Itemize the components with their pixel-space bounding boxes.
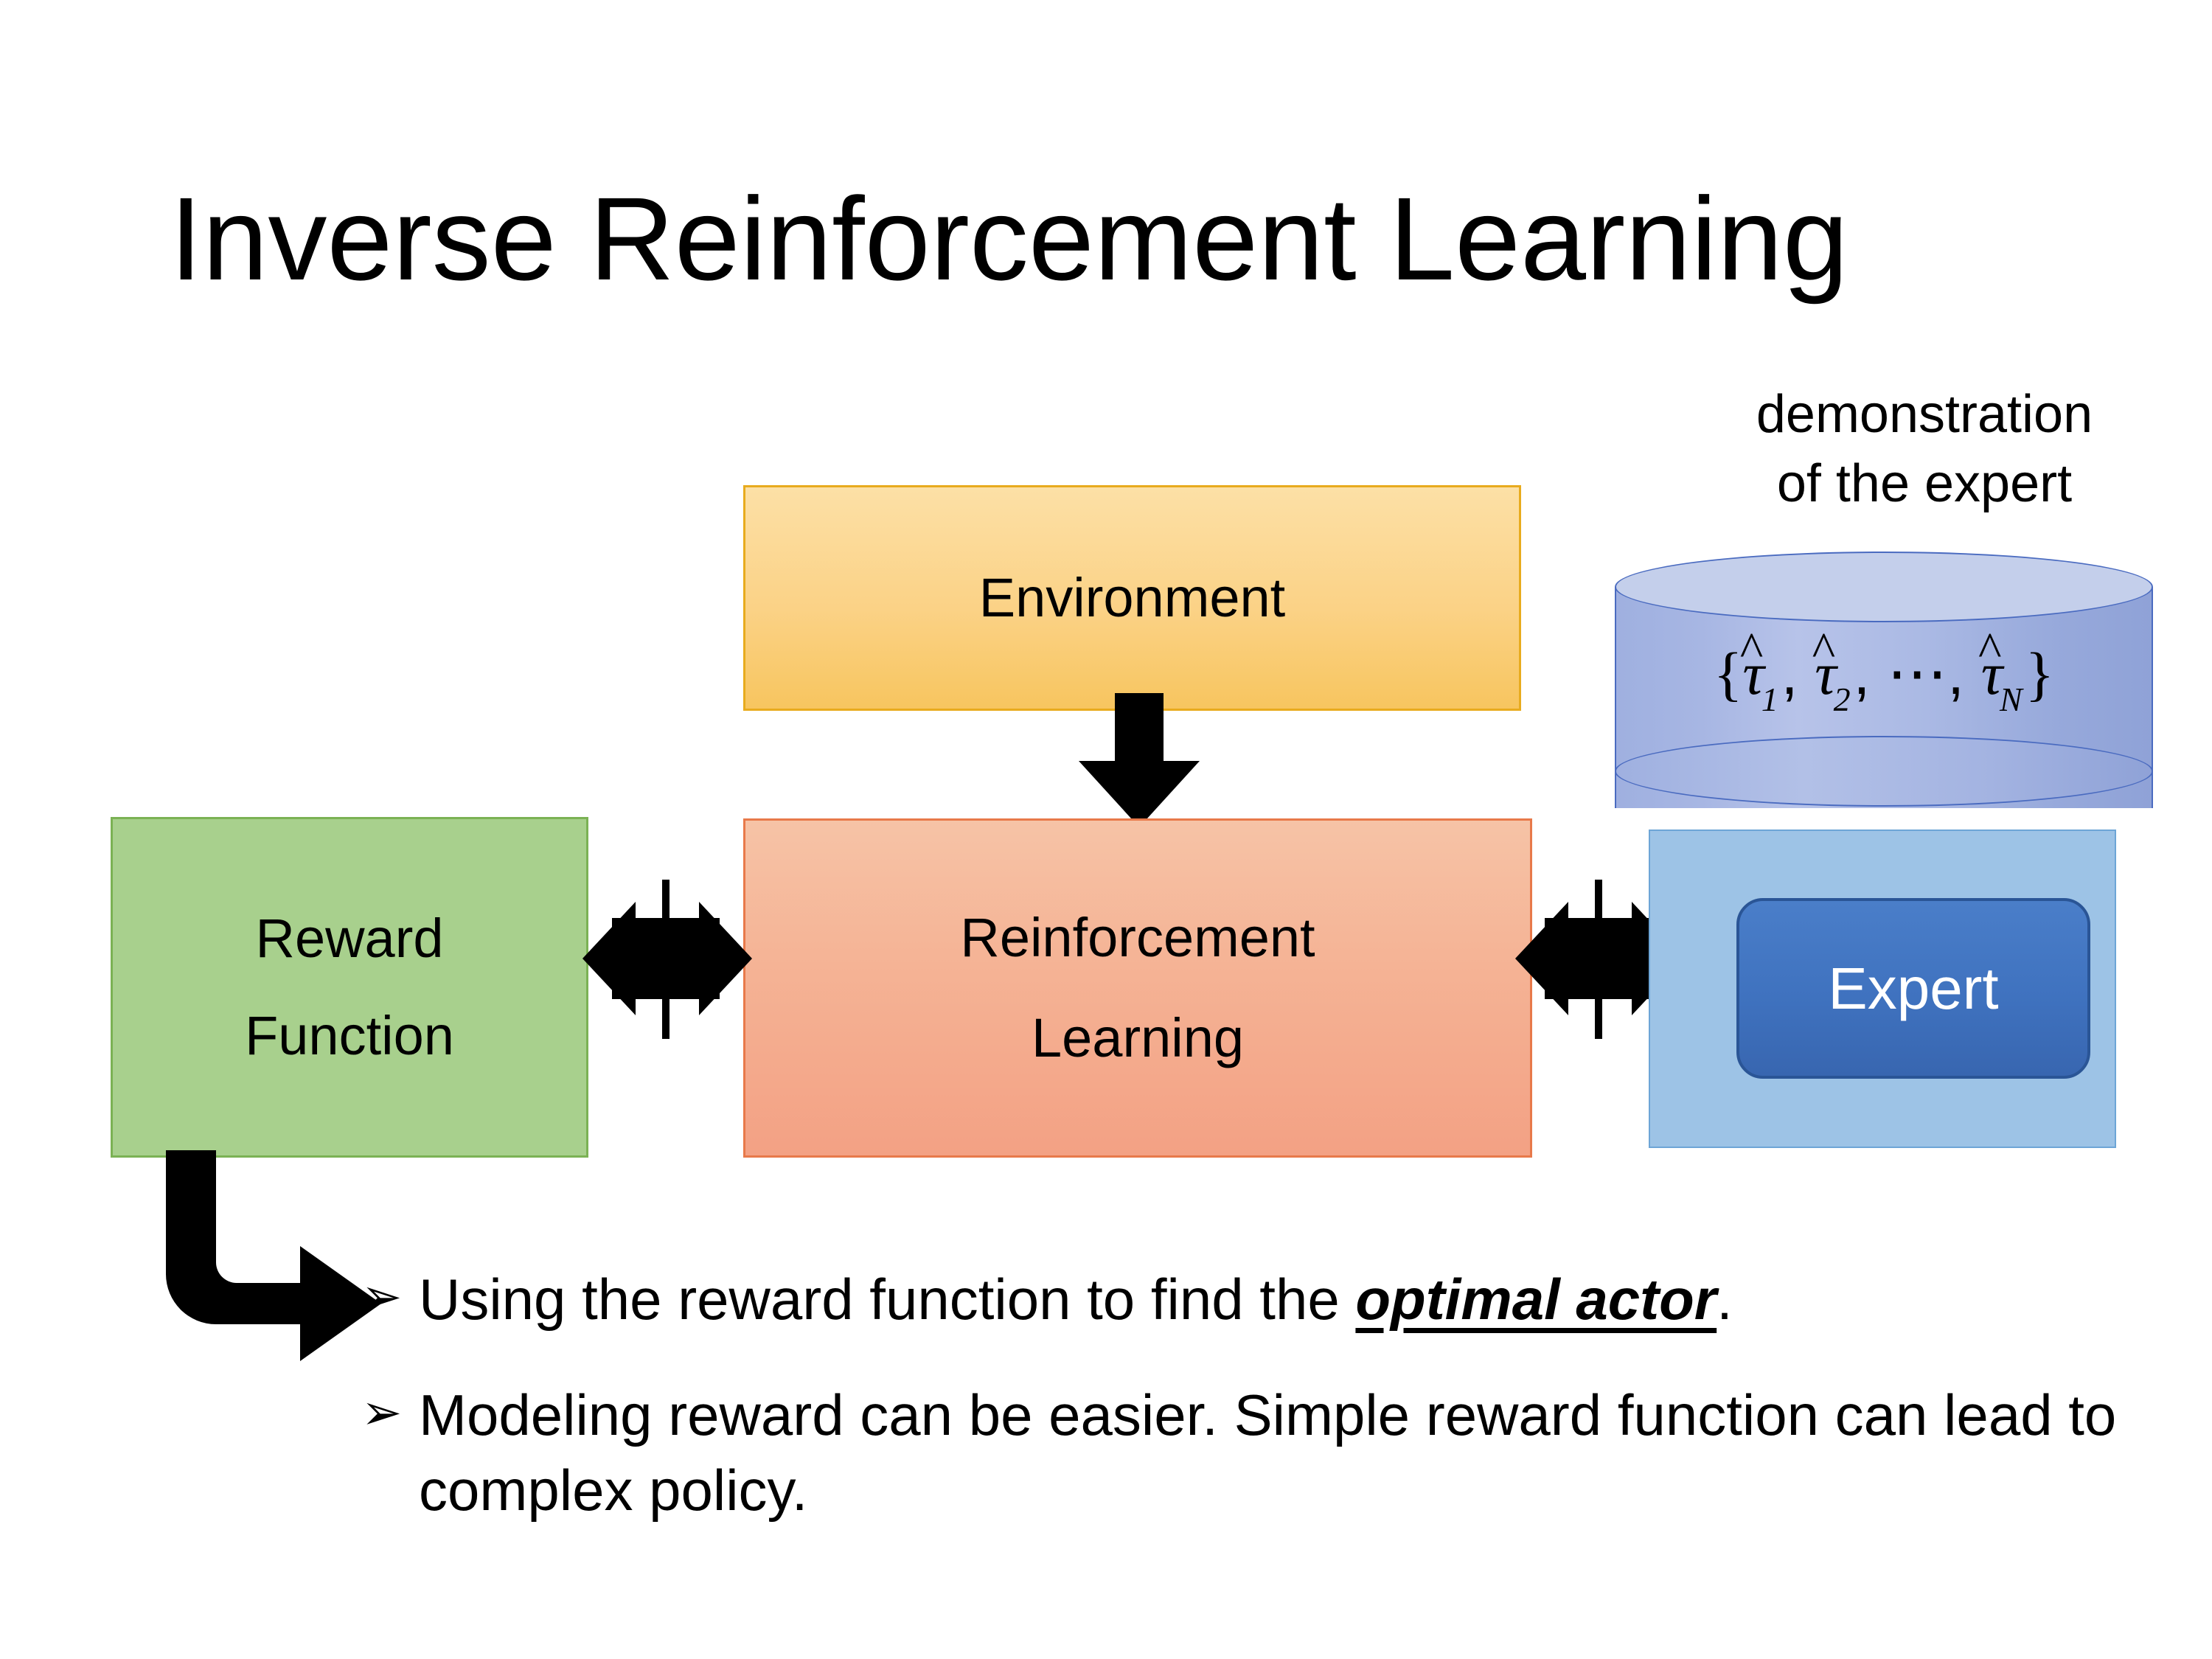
reinforcement-learning-label-line1: Reinforcement (960, 906, 1315, 968)
environment-box-label: Environment (978, 566, 1286, 628)
formula-tau-2: τ (1815, 640, 1837, 707)
formula-tau-2-subscript: 2 (1833, 681, 1851, 719)
environment-box: Environment (743, 485, 1521, 711)
formula-separator-1: , (1781, 640, 1815, 707)
bullet-text-emphasis: optimal actor (1355, 1267, 1717, 1332)
reinforcement-learning-box: Reinforcement Learning (743, 818, 1532, 1158)
bullet-text-suffix: . (1717, 1267, 1733, 1332)
formula-hat-icon: ^ (1739, 621, 1764, 677)
expert-box-label: Expert (1828, 955, 1999, 1021)
formula-tau-n: τ (1980, 640, 2003, 707)
reinforcement-learning-label-line2: Learning (1031, 1007, 1244, 1068)
reward-function-label-line1: Reward (255, 907, 444, 969)
bullet-text: Modeling reward can be easier. Simple re… (419, 1378, 2131, 1528)
formula-hat-icon: ^ (1978, 621, 2002, 677)
formula-tau-n-subscript: N (2000, 681, 2023, 719)
expert-box: Expert (1736, 898, 2090, 1079)
demonstration-cylinder: {^τ1, ^τ2, ⋯, ^τN} (1615, 552, 2153, 845)
cylinder-top-ellipse (1615, 552, 2153, 622)
elbow-arrow-icon (166, 1150, 381, 1361)
bullet-text-prefix: Using the reward function to find the (419, 1267, 1356, 1332)
demonstration-caption: demonstration of the expert (1630, 380, 2212, 518)
demonstration-caption-line2: of the expert (1776, 453, 2073, 513)
formula-separator-2: , (1853, 640, 1888, 707)
list-item: ➢ Modeling reward can be easier. Simple … (361, 1378, 2131, 1528)
formula-separator-3: , (1947, 640, 1981, 707)
bullet-text-prefix: Modeling reward can be easier. Simple re… (419, 1382, 2117, 1523)
formula-tau-1: τ (1742, 640, 1764, 707)
bullet-text: Using the reward function to find the op… (419, 1262, 2131, 1337)
bullet-arrow-icon: ➢ (361, 1385, 403, 1440)
bullet-arrow-icon: ➢ (361, 1269, 403, 1324)
formula-ellipsis: ⋯ (1887, 640, 1948, 707)
formula-close-brace: } (2025, 640, 2055, 707)
demonstration-caption-line1: demonstration (1756, 385, 2093, 444)
formula-tau-1-subscript: 1 (1761, 681, 1778, 719)
page-title: Inverse Reinforcement Learning (170, 173, 1848, 305)
formula-open-brace: { (1713, 640, 1743, 707)
list-item: ➢ Using the reward function to find the … (361, 1262, 2131, 1337)
left-right-arrow-icon (582, 880, 752, 1039)
formula-hat-icon: ^ (1812, 621, 1836, 677)
reward-function-label-line2: Function (245, 1005, 454, 1066)
bullet-list: ➢ Using the reward function to find the … (361, 1262, 2131, 1528)
down-arrow-icon (1079, 693, 1200, 827)
trajectory-set-formula: {^τ1, ^τ2, ⋯, ^τN} (1615, 625, 2153, 719)
reward-function-box: Reward Function (111, 817, 588, 1158)
left-right-arrow-icon (1515, 880, 1685, 1039)
cylinder-bottom-ellipse (1615, 736, 2153, 807)
